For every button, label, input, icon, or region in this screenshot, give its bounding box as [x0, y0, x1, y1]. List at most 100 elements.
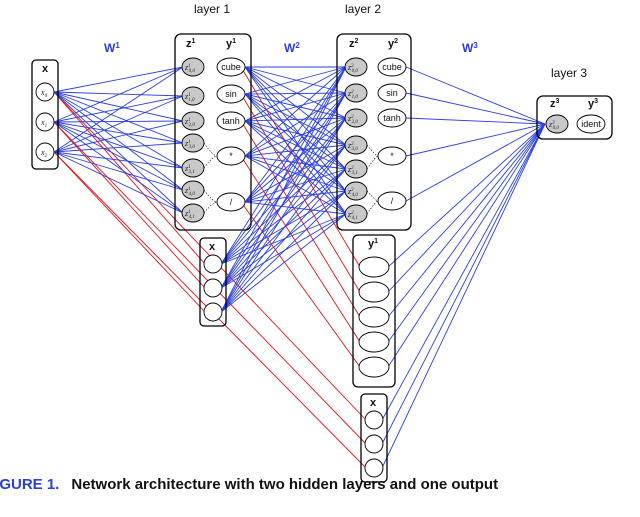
w1-edge — [53, 91, 184, 214]
w2-edge — [244, 66, 347, 215]
w3-edge — [381, 123, 546, 445]
w1-edge — [53, 151, 184, 214]
w3-edge — [387, 123, 546, 368]
w2-label: W2 — [284, 41, 300, 55]
input-node-label: x1 — [40, 118, 47, 129]
w2-edge — [244, 66, 347, 192]
w2-edge — [220, 92, 347, 313]
w2-edge — [244, 201, 347, 215]
w2-edge — [220, 66, 347, 265]
w2-edge — [244, 168, 347, 203]
w1-edge — [53, 120, 184, 123]
layer1-title: layer 1 — [194, 2, 230, 16]
skip-edge — [240, 66, 361, 268]
layer1-z-node — [181, 86, 205, 106]
input-block — [31, 59, 59, 170]
figure-number: FIGURE 1. — [0, 476, 60, 493]
skip-x-node — [203, 278, 223, 298]
layer2-z-node — [344, 57, 368, 77]
w3-edge — [387, 123, 546, 268]
w2-edge — [220, 117, 347, 313]
w2-edge — [244, 93, 347, 170]
layer2-block — [336, 33, 412, 231]
layer1-y-node-label: tanh — [222, 116, 240, 126]
w3-edge — [381, 123, 546, 469]
w2-edge — [244, 66, 347, 119]
layer3-y-node-label: ident — [581, 119, 601, 129]
w2-edge — [244, 144, 347, 157]
w1-edge — [53, 121, 184, 214]
w3-edge — [387, 123, 546, 318]
w2-edge — [244, 117, 347, 203]
w3-label: W3 — [462, 41, 478, 55]
layer1-block — [174, 33, 252, 231]
w1-label: W1 — [104, 41, 120, 55]
w1-edge — [53, 91, 184, 169]
skip-block-x-a — [199, 237, 227, 327]
layer1-y-node-label: sin — [225, 89, 237, 99]
w3-edge — [405, 123, 546, 157]
skip-edge — [240, 93, 361, 293]
skip-block-x-c-header: x — [370, 397, 377, 409]
w3-edge — [387, 123, 546, 343]
pair-connector — [366, 190, 379, 202]
w2-edge — [220, 190, 347, 313]
layer1-y-node-label: cube — [221, 62, 241, 72]
layer3-block — [536, 95, 613, 140]
layer3-y-node — [576, 114, 606, 134]
layer2-y-node — [377, 108, 407, 128]
w2-edge — [220, 66, 347, 289]
pair-connector — [203, 201, 218, 214]
w1-edge — [53, 95, 184, 153]
layer2-title: layer 2 — [345, 2, 381, 16]
w2-edge — [244, 120, 347, 215]
layer1-y-node-label: / — [230, 197, 233, 207]
skip-block-y1-header: y1 — [368, 238, 378, 250]
layer2-y-node — [377, 83, 407, 103]
w2-edge — [244, 92, 347, 203]
w2-edge — [220, 92, 347, 289]
skip-edge — [240, 201, 361, 368]
w2-edge — [220, 144, 347, 265]
w1-edge — [53, 121, 184, 144]
w2-edge — [244, 66, 347, 203]
skip-y1-node — [358, 281, 390, 303]
w2-edge — [244, 93, 347, 215]
layer1-y-node — [216, 111, 246, 131]
w1-edge — [53, 151, 184, 191]
skip-block-x-c — [360, 393, 388, 483]
skip-x-node — [364, 410, 384, 430]
pair-connector — [366, 144, 379, 157]
input-node — [35, 112, 55, 132]
w1-edge — [53, 142, 184, 153]
w2-edge — [244, 92, 347, 157]
layer2-y-node — [377, 57, 407, 77]
w2-edge — [244, 66, 347, 95]
figure-caption: FIGURE 1.Network architecture with two h… — [0, 476, 640, 506]
pair-connector — [366, 200, 379, 215]
w2-edge — [244, 66, 347, 122]
layer2-y-node-label: sin — [386, 88, 398, 98]
skip-x-node — [364, 458, 384, 478]
w1-edge — [53, 151, 184, 169]
w1-edge — [53, 91, 184, 97]
skip-y1-node — [358, 306, 390, 328]
w1-edge — [53, 91, 184, 144]
input-block-header: x — [42, 63, 49, 75]
w3-edge — [405, 66, 546, 125]
w3-edge — [405, 123, 546, 202]
w2-edge — [244, 66, 347, 170]
skip-edge — [240, 155, 361, 343]
layer2-z-node — [344, 108, 368, 128]
pair-connector — [366, 155, 379, 170]
w3-edge — [381, 123, 546, 421]
